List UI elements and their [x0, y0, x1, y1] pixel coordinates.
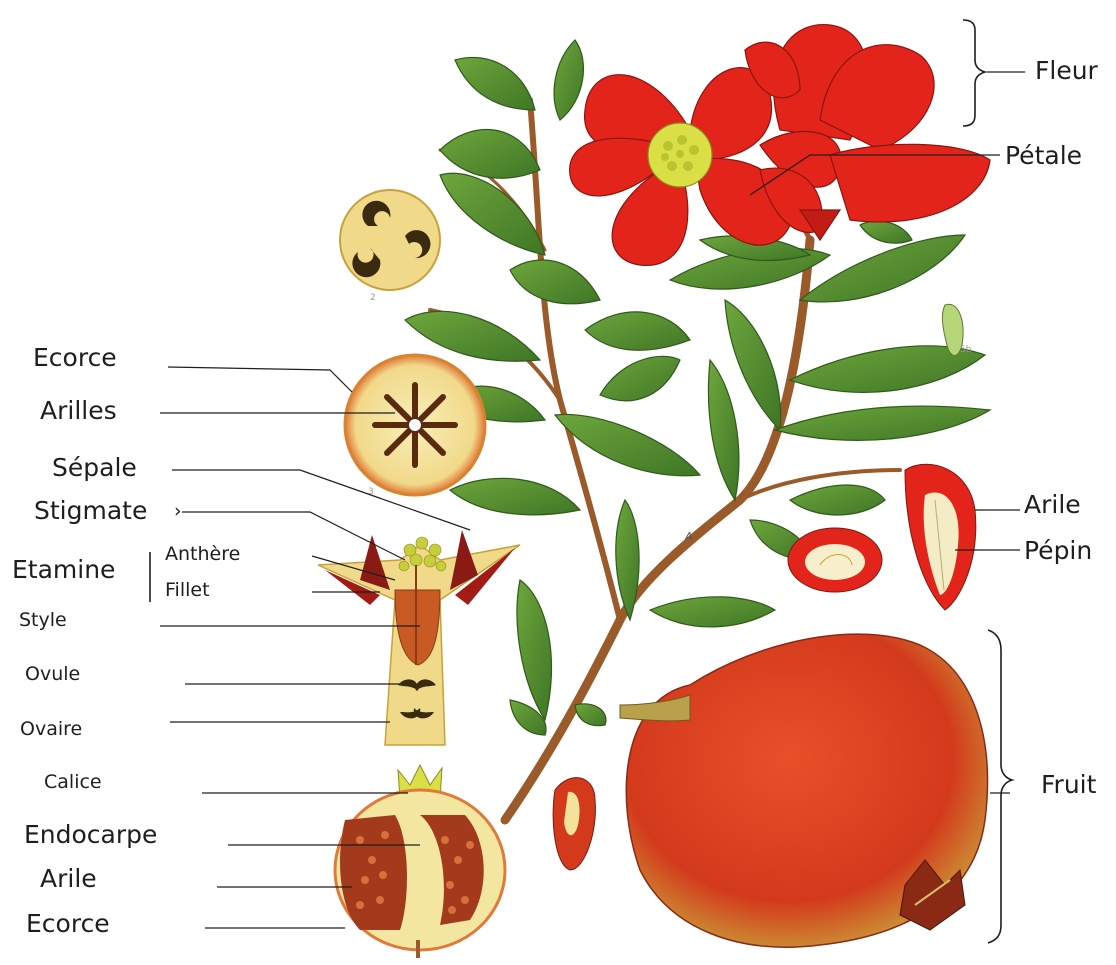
label-ecorce-top: Ecorce — [33, 345, 117, 370]
label-arile-bottom: Arile — [40, 866, 97, 891]
label-fleur: Fleur — [1035, 58, 1098, 83]
label-endocarpe: Endocarpe — [24, 822, 157, 847]
label-stigmate: Stigmate — [34, 498, 147, 523]
fig-5b-mark: 5b — [960, 345, 972, 355]
label-fruit: Fruit — [1041, 772, 1096, 797]
label-fillet: Fillet — [165, 581, 210, 600]
fruit-cross-section: 3 — [345, 355, 485, 497]
label-pepin: Pépin — [1024, 538, 1092, 563]
label-etamine: Etamine — [12, 557, 115, 582]
label-ovule: Ovule — [25, 665, 80, 684]
label-calice: Calice — [44, 773, 102, 792]
label-petale: Pétale — [1005, 143, 1082, 168]
bracket-fleur — [963, 20, 985, 126]
fig-a-mark: A — [684, 530, 693, 543]
label-ecorce-bottom: Ecorce — [26, 911, 110, 936]
label-anthere: Anthère — [165, 545, 240, 564]
seed — [553, 778, 595, 870]
fruit-half-section — [335, 765, 505, 958]
label-stigmate-mark: › — [174, 502, 182, 521]
label-style: Style — [19, 611, 67, 630]
fig-2-mark: 2 — [370, 293, 376, 303]
ovary-cross-section-small: 2 — [340, 190, 440, 303]
label-arilles: Arilles — [40, 398, 117, 423]
label-sepale: Sépale — [52, 455, 137, 480]
label-arile-right: Arile — [1024, 492, 1081, 517]
bracket-fruit — [988, 630, 1012, 943]
flowers — [570, 25, 990, 266]
label-ovaire: Ovaire — [20, 720, 82, 739]
flower-longitudinal-section — [318, 530, 520, 745]
